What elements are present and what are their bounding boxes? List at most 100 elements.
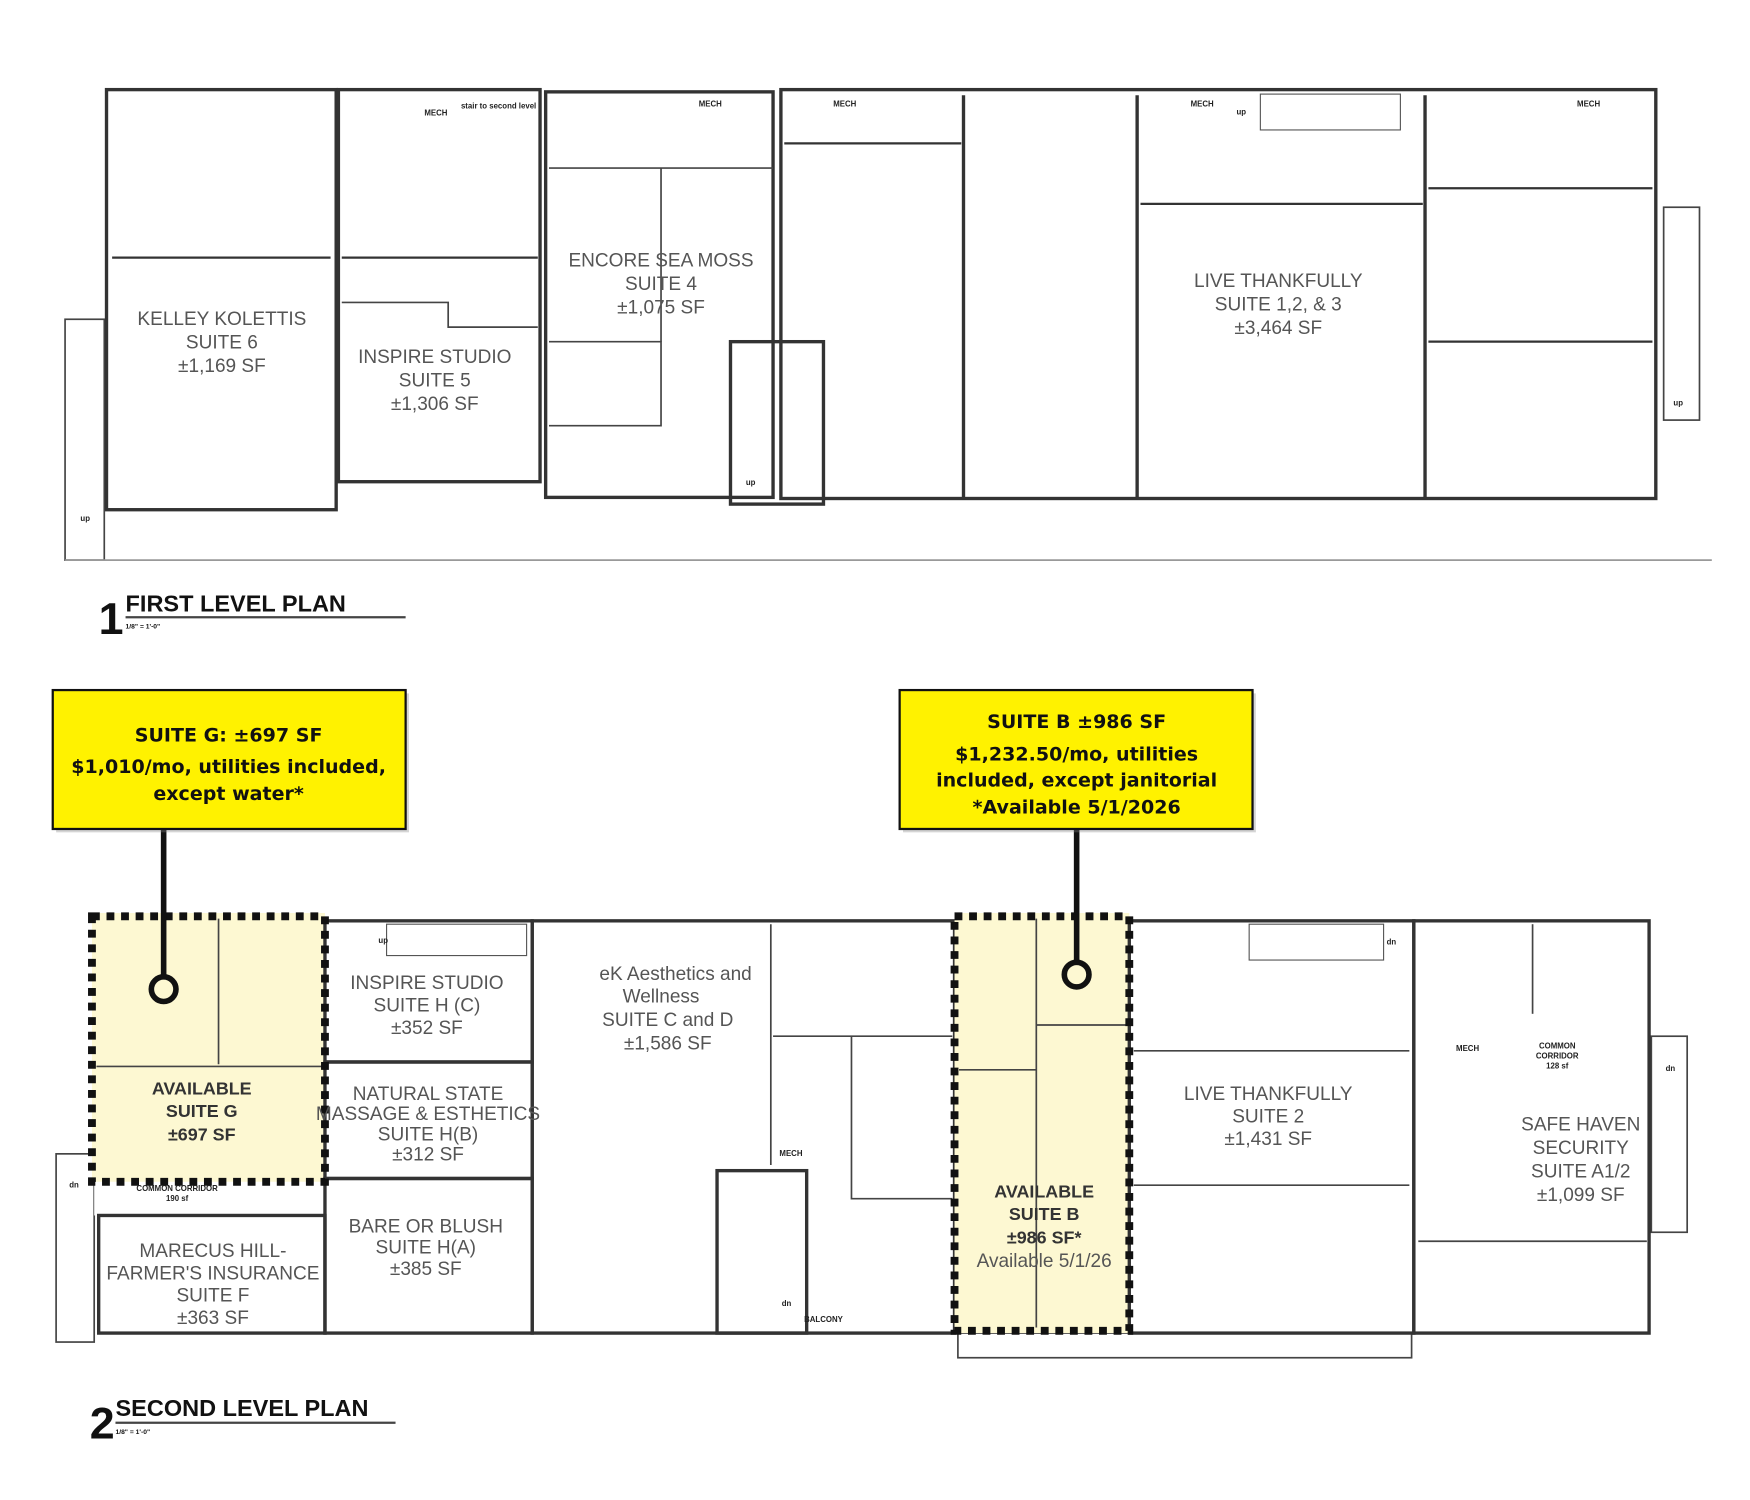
up-label: up bbox=[1673, 399, 1683, 408]
available-label: SUITE G bbox=[166, 1101, 238, 1121]
callout-line: SUITE B ±986 SF bbox=[987, 711, 1166, 733]
plan-number: 1 bbox=[99, 594, 124, 644]
room-label: ±3,464 SF bbox=[1234, 318, 1322, 339]
dn-label: dn bbox=[1666, 1064, 1676, 1073]
callout-line: SUITE G: ±697 SF bbox=[135, 725, 323, 747]
available-label: AVAILABLE bbox=[994, 1182, 1094, 1202]
stair bbox=[1259, 93, 1401, 131]
up-label: up bbox=[746, 478, 756, 487]
mech-label: MECH bbox=[1191, 99, 1214, 108]
room-label: SUITE F bbox=[176, 1286, 249, 1307]
up-label: up bbox=[80, 514, 90, 523]
room-label: BARE OR BLUSH bbox=[349, 1216, 503, 1237]
callout-line: *Available 5/1/2026 bbox=[973, 796, 1181, 818]
room-label: ±352 SF bbox=[391, 1018, 463, 1039]
room-label: SUITE C and D bbox=[602, 1010, 733, 1031]
corridor-label: COMMON CORRIDOR bbox=[136, 1184, 218, 1193]
corridor-label: COMMON bbox=[1539, 1042, 1576, 1051]
suite-6[interactable] bbox=[104, 87, 338, 512]
balcony-label: BALCONY bbox=[804, 1315, 843, 1324]
mech-label: MECH bbox=[1577, 99, 1600, 108]
room-label: SECURITY bbox=[1533, 1138, 1630, 1159]
callout-line: $1,010/mo, utilities included, bbox=[71, 756, 386, 778]
available-label: ±986 SF* bbox=[1007, 1227, 1082, 1247]
available-label: ±697 SF bbox=[168, 1124, 236, 1144]
callout-suite-g: SUITE G: ±697 SF $1,010/mo, utilities in… bbox=[51, 688, 409, 1005]
room-label: INSPIRE STUDIO bbox=[350, 973, 503, 994]
corridor-area: 128 sf bbox=[1546, 1062, 1569, 1071]
room-label: SAFE HAVEN bbox=[1521, 1114, 1640, 1135]
stairwell bbox=[728, 339, 826, 506]
mech-label: MECH bbox=[424, 108, 447, 117]
room-label: MARECUS HILL- bbox=[139, 1241, 286, 1262]
room-label: SUITE H (C) bbox=[374, 996, 481, 1017]
room-label: eK Aesthetics and bbox=[599, 964, 751, 985]
stair-label: stair to second level bbox=[461, 102, 536, 111]
room-label: SUITE 4 bbox=[625, 274, 697, 295]
plan-title: SECOND LEVEL PLAN bbox=[115, 1395, 368, 1421]
callout-suite-b: SUITE B ±986 SF $1,232.50/mo, utilities … bbox=[898, 688, 1256, 990]
stairwell bbox=[715, 1168, 809, 1335]
room-label: SUITE 2 bbox=[1232, 1106, 1304, 1127]
mech-label: MECH bbox=[779, 1149, 802, 1158]
suite-a1-2[interactable] bbox=[1412, 919, 1651, 1335]
exterior-stair-right bbox=[1650, 1035, 1689, 1234]
room-label: ±1,586 SF bbox=[624, 1034, 712, 1055]
suite-g-highlight bbox=[88, 912, 329, 1186]
available-label: SUITE B bbox=[1009, 1204, 1080, 1224]
corridor-label: CORRIDOR bbox=[1536, 1052, 1579, 1061]
room-label: SUITE H(A) bbox=[376, 1238, 476, 1259]
room-label: ±1,075 SF bbox=[617, 298, 705, 319]
room-label: SUITE 5 bbox=[399, 370, 471, 391]
room-label: SUITE 6 bbox=[186, 332, 258, 353]
room-label: ±312 SF bbox=[392, 1145, 464, 1166]
mech-label: MECH bbox=[699, 99, 722, 108]
callout-line: except water* bbox=[153, 783, 304, 805]
plan-scale: 1/8" = 1'-0" bbox=[126, 623, 161, 630]
room-label: NATURAL STATE bbox=[353, 1084, 504, 1105]
room-label: ±1,099 SF bbox=[1537, 1185, 1625, 1206]
room-label: ±1,169 SF bbox=[178, 356, 266, 377]
room-label: ENCORE SEA MOSS bbox=[568, 251, 753, 272]
room-label: ±1,431 SF bbox=[1224, 1129, 1312, 1150]
suite-b-highlight bbox=[950, 912, 1134, 1335]
room-label: Available 5/1/26 bbox=[977, 1251, 1112, 1272]
plan-number: 2 bbox=[90, 1398, 115, 1448]
room-label: Wellness bbox=[623, 987, 700, 1008]
callout-line: included, except janitorial bbox=[936, 769, 1217, 791]
suite-4[interactable] bbox=[543, 90, 775, 500]
mech-label: MECH bbox=[833, 99, 856, 108]
dn-label: dn bbox=[1387, 937, 1397, 946]
exterior-stair-left bbox=[64, 318, 106, 561]
mech-label: MECH bbox=[1456, 1044, 1479, 1053]
live-thankfully-suite-1-2-3[interactable] bbox=[779, 87, 1658, 501]
exterior-stair-right bbox=[1662, 206, 1701, 421]
suite-5[interactable] bbox=[336, 87, 542, 484]
room-label: SUITE 1,2, & 3 bbox=[1215, 294, 1342, 315]
dn-label: dn bbox=[69, 1180, 79, 1189]
suite-g[interactable] bbox=[91, 912, 325, 1182]
callout-line: $1,232.50/mo, utilities bbox=[955, 744, 1198, 766]
suite-b[interactable] bbox=[954, 912, 1130, 1334]
second-level-plan: INSPIRE STUDIO SUITE H (C) ±352 SF NATUR… bbox=[55, 912, 1689, 1448]
room-label: ±1,306 SF bbox=[391, 394, 479, 415]
up-label: up bbox=[378, 936, 388, 945]
room-label: INSPIRE STUDIO bbox=[358, 347, 511, 368]
up-label: up bbox=[1237, 107, 1247, 116]
room-label: SUITE H(B) bbox=[378, 1124, 478, 1145]
room-label: LIVE THANKFULLY bbox=[1194, 271, 1363, 292]
room-label: ±363 SF bbox=[177, 1308, 249, 1329]
room-label: LIVE THANKFULLY bbox=[1184, 1084, 1353, 1105]
first-level-plan: KELLEY KOLETTIS SUITE 6 ±1,169 SF INSPIR… bbox=[64, 87, 1712, 644]
exterior-stair-left bbox=[55, 1153, 96, 1343]
plan-title: FIRST LEVEL PLAN bbox=[126, 591, 346, 617]
room-label: SUITE A1/2 bbox=[1531, 1161, 1630, 1182]
available-label: AVAILABLE bbox=[152, 1078, 252, 1098]
corridor-area: 190 sf bbox=[166, 1194, 189, 1203]
dn-label: dn bbox=[782, 1299, 792, 1308]
plan-scale: 1/8" = 1'-0" bbox=[115, 1429, 150, 1436]
room-label: ±385 SF bbox=[390, 1259, 462, 1280]
room-label: MASSAGE & ESTHETICS bbox=[316, 1104, 540, 1125]
room-label: FARMER'S INSURANCE bbox=[106, 1263, 319, 1284]
